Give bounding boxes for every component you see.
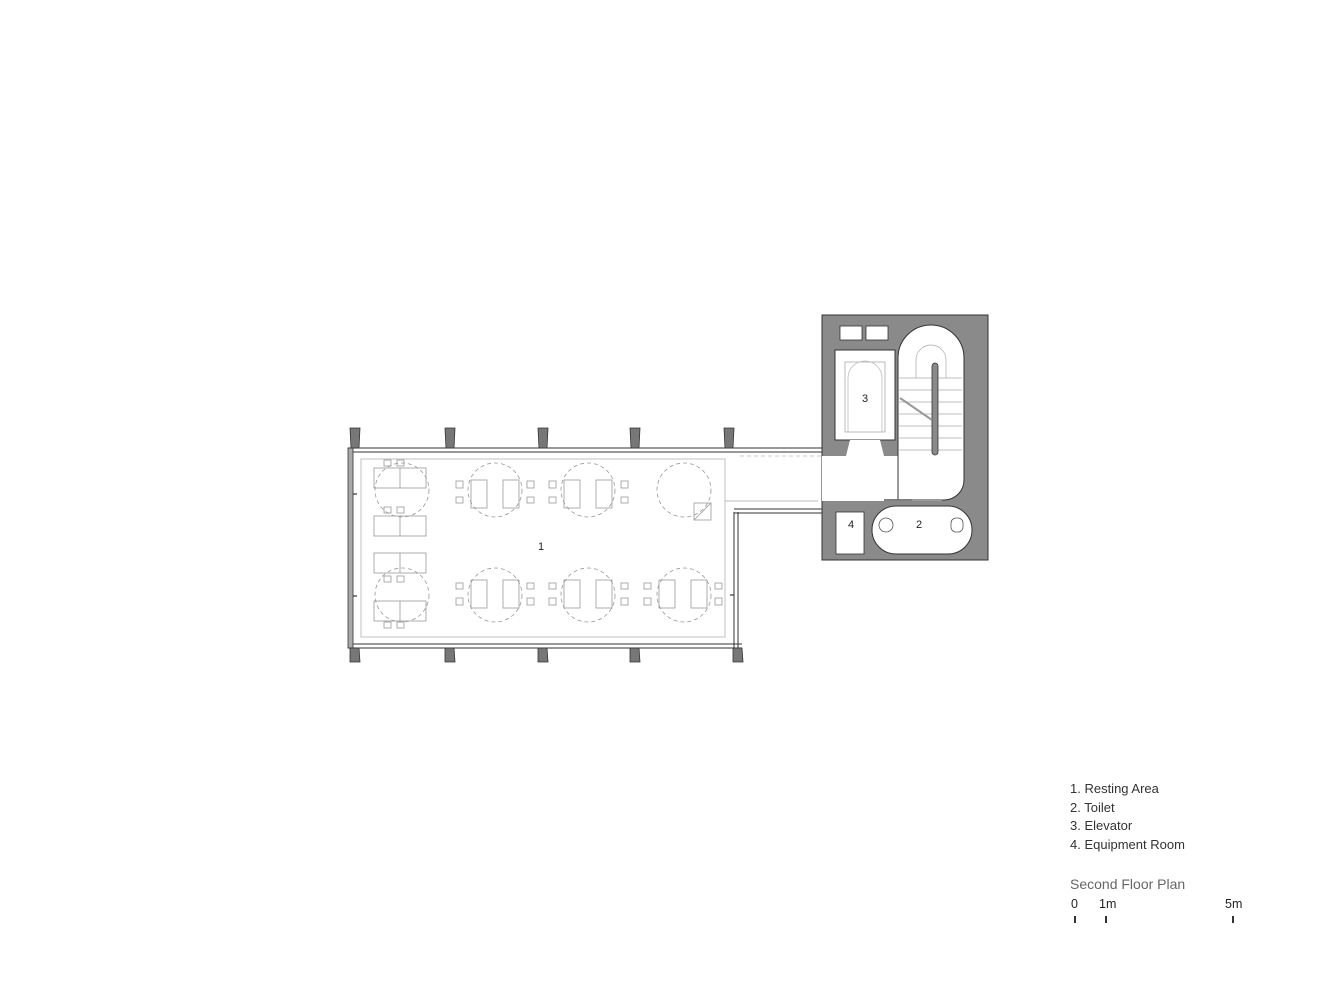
scale-label-0: 0 xyxy=(1071,897,1078,911)
plan-title: Second Floor Plan xyxy=(1070,876,1186,892)
legend-item: 3. Elevator xyxy=(1070,818,1133,833)
furniture xyxy=(373,459,723,629)
room-label-equipment-room: 4 xyxy=(848,519,854,531)
service-core xyxy=(821,314,989,561)
legend-item: 4. Equipment Room xyxy=(1070,836,1185,852)
resting-area-hall xyxy=(347,447,822,649)
columns xyxy=(349,427,744,663)
scale-tick xyxy=(1232,916,1234,923)
legend-item: 1. Resting Area xyxy=(1070,781,1159,796)
scale-label-5m: 5m xyxy=(1225,897,1243,911)
room-label-elevator: 3 xyxy=(862,393,868,405)
scale-label-1m: 1m xyxy=(1099,897,1117,911)
scale-tick xyxy=(1074,916,1076,923)
room-legend: 1. Resting Area 2. Toilet 3. Elevator 4.… xyxy=(1070,780,1185,854)
room-label-toilet: 2 xyxy=(916,519,922,531)
room-label-resting-area: 1 xyxy=(538,541,544,553)
legend-item: 2. Toilet xyxy=(1070,799,1115,815)
scale-tick xyxy=(1105,916,1107,923)
